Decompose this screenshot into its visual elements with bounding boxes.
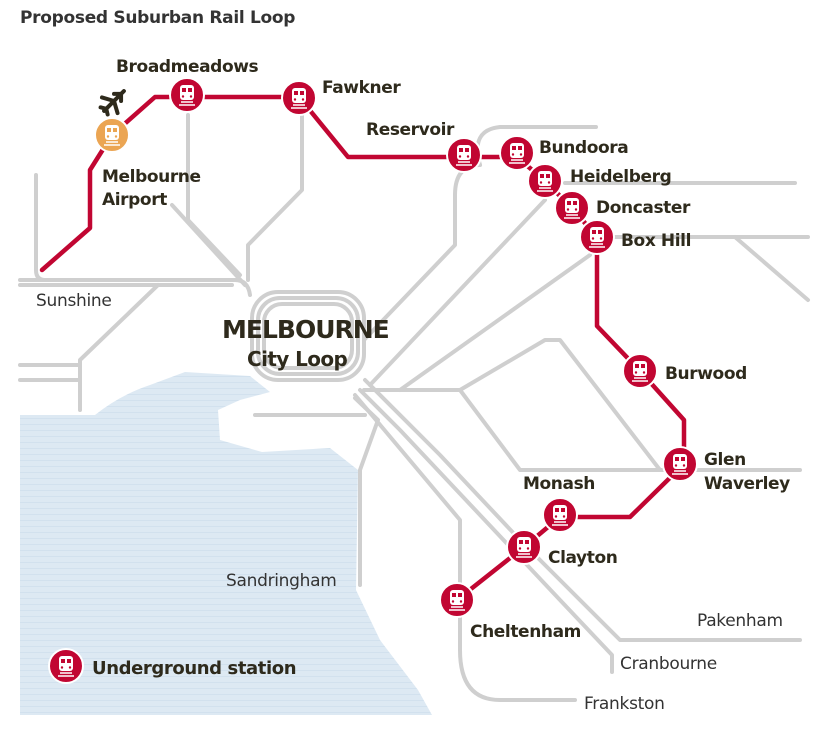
label-pakenham: Pakenham [697, 611, 783, 631]
label-bundoora: Bundoora [539, 138, 628, 158]
station-cheltenham[interactable] [439, 582, 475, 618]
label-glen-waverley: Glen [704, 450, 746, 470]
train-icon [588, 226, 606, 248]
train-icon [515, 536, 533, 558]
train-icon [536, 170, 554, 192]
label-box-hill: Box Hill [621, 231, 691, 251]
label-cranbourne: Cranbourne [620, 654, 717, 674]
label-clayton: Clayton [548, 548, 617, 568]
train-icon [57, 655, 75, 677]
legend: Underground station [48, 648, 297, 684]
station-doncaster[interactable] [554, 190, 590, 226]
train-icon [551, 504, 569, 526]
label-burwood: Burwood [665, 364, 747, 384]
label-heidelberg: Heidelberg [570, 167, 671, 187]
label-cheltenham: Cheltenham [470, 622, 581, 642]
label-city-loop: City Loop [247, 347, 348, 371]
station-heidelberg[interactable] [527, 163, 563, 199]
train-icon [178, 84, 196, 106]
station-bundoora[interactable] [499, 135, 535, 171]
station-broadmeadows[interactable] [169, 77, 205, 113]
station-box-hill[interactable] [579, 219, 615, 255]
label-monash: Monash [523, 474, 595, 494]
train-icon [290, 87, 308, 109]
train-icon [508, 142, 526, 164]
label-broadmeadows: Broadmeadows [116, 57, 259, 77]
label-melbourne-airport: Melbourne [102, 167, 201, 187]
label-frankston: Frankston [584, 694, 665, 714]
label-doncaster: Doncaster [596, 198, 691, 218]
station-clayton[interactable] [506, 529, 542, 565]
station-melbourne-airport[interactable] [94, 117, 130, 153]
label-fawkner: Fawkner [322, 78, 401, 98]
label-melbourne-airport-2: Airport [102, 190, 167, 210]
train-icon [563, 197, 581, 219]
label-melbourne: MELBOURNE [222, 315, 389, 344]
station-fawkner[interactable] [281, 80, 317, 116]
port-phillip-bay [20, 372, 432, 715]
station-glen-waverley[interactable] [662, 446, 698, 482]
station-reservoir[interactable] [446, 137, 482, 173]
train-icon [448, 589, 466, 611]
legend-underground-label: Underground station [92, 658, 296, 679]
train-icon [455, 144, 473, 166]
airplane-icon [98, 89, 126, 117]
train-icon [103, 124, 121, 146]
label-glen-waverley-2: Waverley [704, 474, 790, 494]
station-monash[interactable] [542, 497, 578, 533]
station-burwood[interactable] [622, 353, 658, 389]
label-sandringham: Sandringham [226, 571, 337, 591]
train-icon [631, 360, 649, 382]
label-sunshine: Sunshine [36, 291, 112, 311]
map-title: Proposed Suburban Rail Loop [20, 8, 296, 28]
label-reservoir: Reservoir [366, 120, 455, 140]
train-icon [671, 453, 689, 475]
